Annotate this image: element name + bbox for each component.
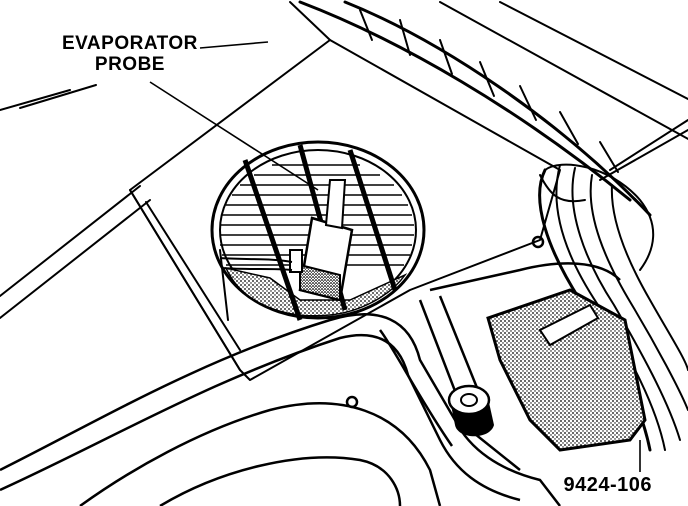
background-panel-lines (0, 1, 688, 319)
wiring-harness-sleeve (298, 0, 652, 217)
callout-line-2: PROBE (94, 53, 165, 75)
grommet (447, 384, 494, 437)
module-tab (538, 303, 600, 347)
lower-duct-housing (0, 313, 561, 506)
evaporator-probe-label: EVAPORATOR PROBE (62, 33, 198, 76)
figure-number: 9424-106 (563, 474, 652, 496)
control-module (486, 288, 647, 452)
callout-line-1: EVAPORATOR (62, 33, 198, 54)
label-underline (199, 41, 269, 49)
probe-connector (219, 179, 354, 302)
probe-leader-line (149, 81, 319, 191)
housing-panel (129, 39, 561, 381)
evaporator-lower-shading (224, 266, 408, 317)
